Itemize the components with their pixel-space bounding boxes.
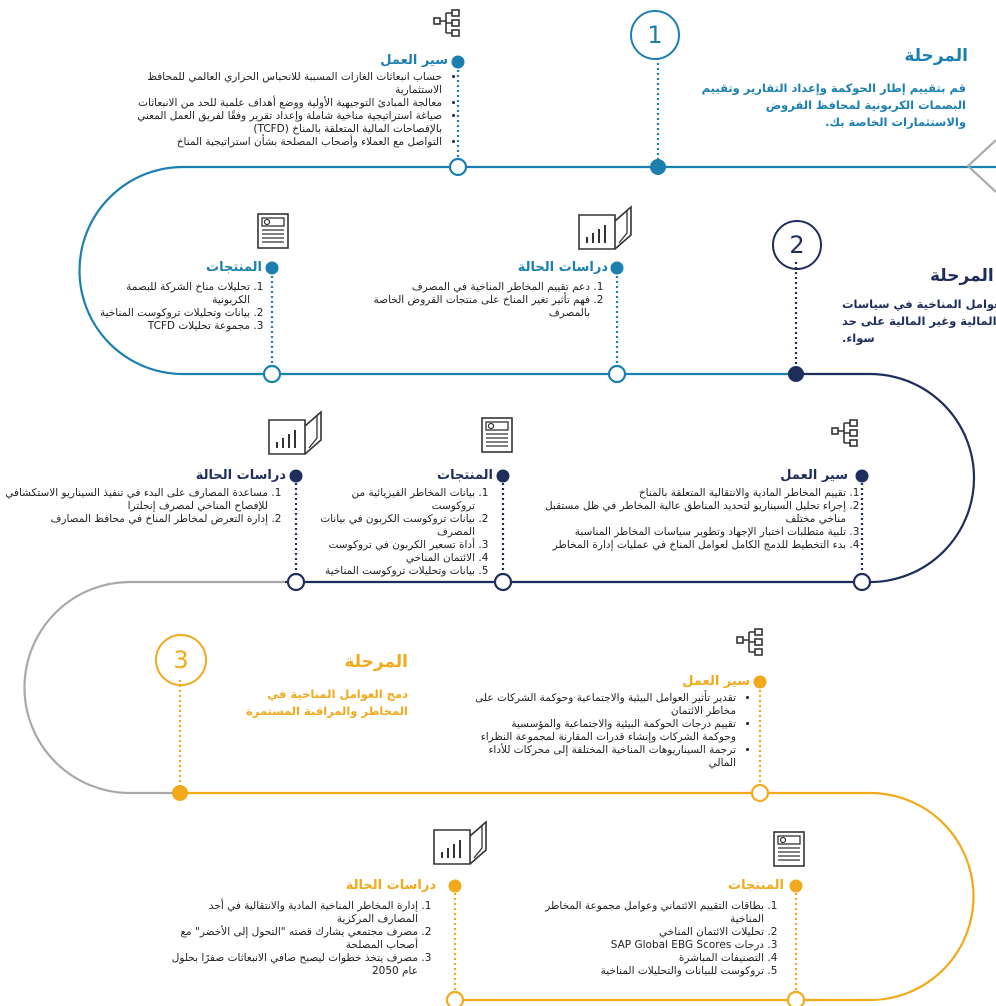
phase-2-products-title: المنتجات <box>437 468 493 483</box>
list-item: التواصل مع العملاء وأصحاب المصلحة بشأن ا… <box>121 136 442 149</box>
list-item: تحليلات الائتمان المناخي <box>522 926 764 939</box>
list-item: بيانات وتحليلات تروكوست المناخية <box>93 307 250 320</box>
phase-3-cases-title: دراسات الحالة <box>345 878 436 893</box>
phase-1-badge: 1 <box>630 10 680 60</box>
list-item: بيانات وتحليلات تروكوست المناخية <box>308 565 475 578</box>
phase-3-workflow-list: تقدير تأثير العوامل البيئية والاجتماعية … <box>475 692 750 770</box>
phase-2-cases-list: مساعدة المصارف على البدء في تنفيذ السينا… <box>4 487 286 526</box>
phase-1-description: قم بتقييم إطار الحوكمة وإعداد التقارير و… <box>701 81 966 129</box>
chart-book-icon <box>578 205 632 250</box>
phase-1-title: المرحلة <box>904 46 968 66</box>
list-item: تروكوست للبيانات والتحليلات المناخية <box>522 965 764 978</box>
list-item: بدء التخطيط للدمج الكامل لعوامل المناخ ف… <box>524 539 846 552</box>
phase-2-products-list: بيانات المخاطر الفيزيائية من تروكوست بيا… <box>308 487 493 578</box>
list-item: تقييم المخاطر المادية والانتقالية المتعل… <box>524 487 846 500</box>
phase-1-products-list: تحليلات مناخ الشركة للبصمة الكربونية بيا… <box>93 281 268 333</box>
list-item: تقييم درجات الحوكمة البيئية والاجتماعية … <box>475 718 736 744</box>
phase-3-products-list: بطاقات التقييم الائتماني وعوامل مجموعة ا… <box>522 900 782 978</box>
list-item: تحليلات مناخ الشركة للبصمة الكربونية <box>93 281 250 307</box>
list-item: إدارة المخاطر المناخية المادية والانتقال… <box>166 900 418 926</box>
phase-3-workflow-title: سير العمل <box>682 674 750 689</box>
list-item: بيانات المخاطر الفيزيائية من تروكوست <box>308 487 475 513</box>
workflow-icon <box>831 419 858 447</box>
list-item: حساب انبعاثات الغازات المسببة للانحباس ا… <box>121 71 442 97</box>
list-item: إدارة التعرض لمخاطر المناخ في محافظ المص… <box>4 513 268 526</box>
list-item: التصنيفات المباشرة <box>522 952 764 965</box>
phase-3-products-title: المنتجات <box>728 878 784 893</box>
phase-2-badge: 2 <box>772 220 822 270</box>
list-item: أداة تسعير الكربون في تروكوست <box>308 539 475 552</box>
phase-3-description: دمج العوامل المناخية في المخاطر والمراقب… <box>246 687 408 718</box>
list-item: بطاقات التقييم الائتماني وعوامل مجموعة ا… <box>522 900 764 926</box>
list-item: مساعدة المصارف على البدء في تنفيذ السينا… <box>4 487 268 513</box>
list-item: معالجة المبادئ التوجيهية الأولية ووضع أه… <box>121 97 442 110</box>
phase-1-workflow-list: حساب انبعاثات الغازات المسببة للانحباس ا… <box>121 71 456 149</box>
list-item: ترجمة السيناريوهات المناخية المختلفة إلى… <box>475 744 736 770</box>
phase-3-cases-list: إدارة المخاطر المناخية المادية والانتقال… <box>166 900 436 978</box>
document-icon <box>257 213 289 249</box>
phase-2-workflow-title: سير العمل <box>780 468 848 483</box>
chart-book-icon <box>433 820 487 865</box>
phase-2-description: دمج العوامل المناخية في سياسات المخاطر، … <box>842 296 996 350</box>
list-item: الائتمان المناخي <box>308 552 475 565</box>
list-item: مصرف مجتمعي يشارك قصته "التحول إلى الأخض… <box>166 926 418 952</box>
phase-2-description-text: دمج العوامل المناخية في سياسات المخاطر، … <box>842 297 996 345</box>
document-icon <box>481 417 513 453</box>
document-icon <box>773 831 805 867</box>
phase-3-badge: 3 <box>155 634 207 686</box>
workflow-icon <box>736 628 763 656</box>
phase-2-workflow-list: تقييم المخاطر المادية والانتقالية المتعل… <box>524 487 864 552</box>
list-item: فهم تأثير تغير المناخ على منتجات القروض … <box>358 294 590 320</box>
phase-3-title: المرحلة <box>344 652 408 672</box>
phase-1-workflow-title: سير العمل <box>380 53 448 68</box>
list-item: درجات SAP Global EBG Scores <box>522 939 764 952</box>
workflow-icon <box>433 9 460 37</box>
list-item: مصرف يتخذ خطوات ليصبح صافي الانبعاثات صف… <box>166 952 418 978</box>
phase-2-title: المرحلة <box>930 266 994 286</box>
list-item: مجموعة تحليلات TCFD <box>93 320 250 333</box>
list-item: بيانات تروكوست الكربون في بيانات المصرف <box>308 513 475 539</box>
list-item: إجراء تحليل السيناريو لتحديد المناطق عال… <box>524 500 846 526</box>
phase-2-cases-title: دراسات الحالة <box>195 468 286 483</box>
phase-1-products-title: المنتجات <box>206 260 262 275</box>
list-item: تقدير تأثير العوامل البيئية والاجتماعية … <box>475 692 736 718</box>
list-item: تلبية متطلبات اختبار الإجهاد وتطوير سياس… <box>524 526 846 539</box>
list-item: دعم تقييم المخاطر المناخية في المصرف <box>358 281 590 294</box>
phase-1-cases-title: دراسات الحالة <box>517 260 608 275</box>
phase-1-cases-list: دعم تقييم المخاطر المناخية في المصرف فهم… <box>358 281 608 320</box>
list-item: صياغة استراتيجية مناخية شاملة وإعداد تقر… <box>121 110 442 136</box>
chart-book-icon <box>268 410 322 455</box>
